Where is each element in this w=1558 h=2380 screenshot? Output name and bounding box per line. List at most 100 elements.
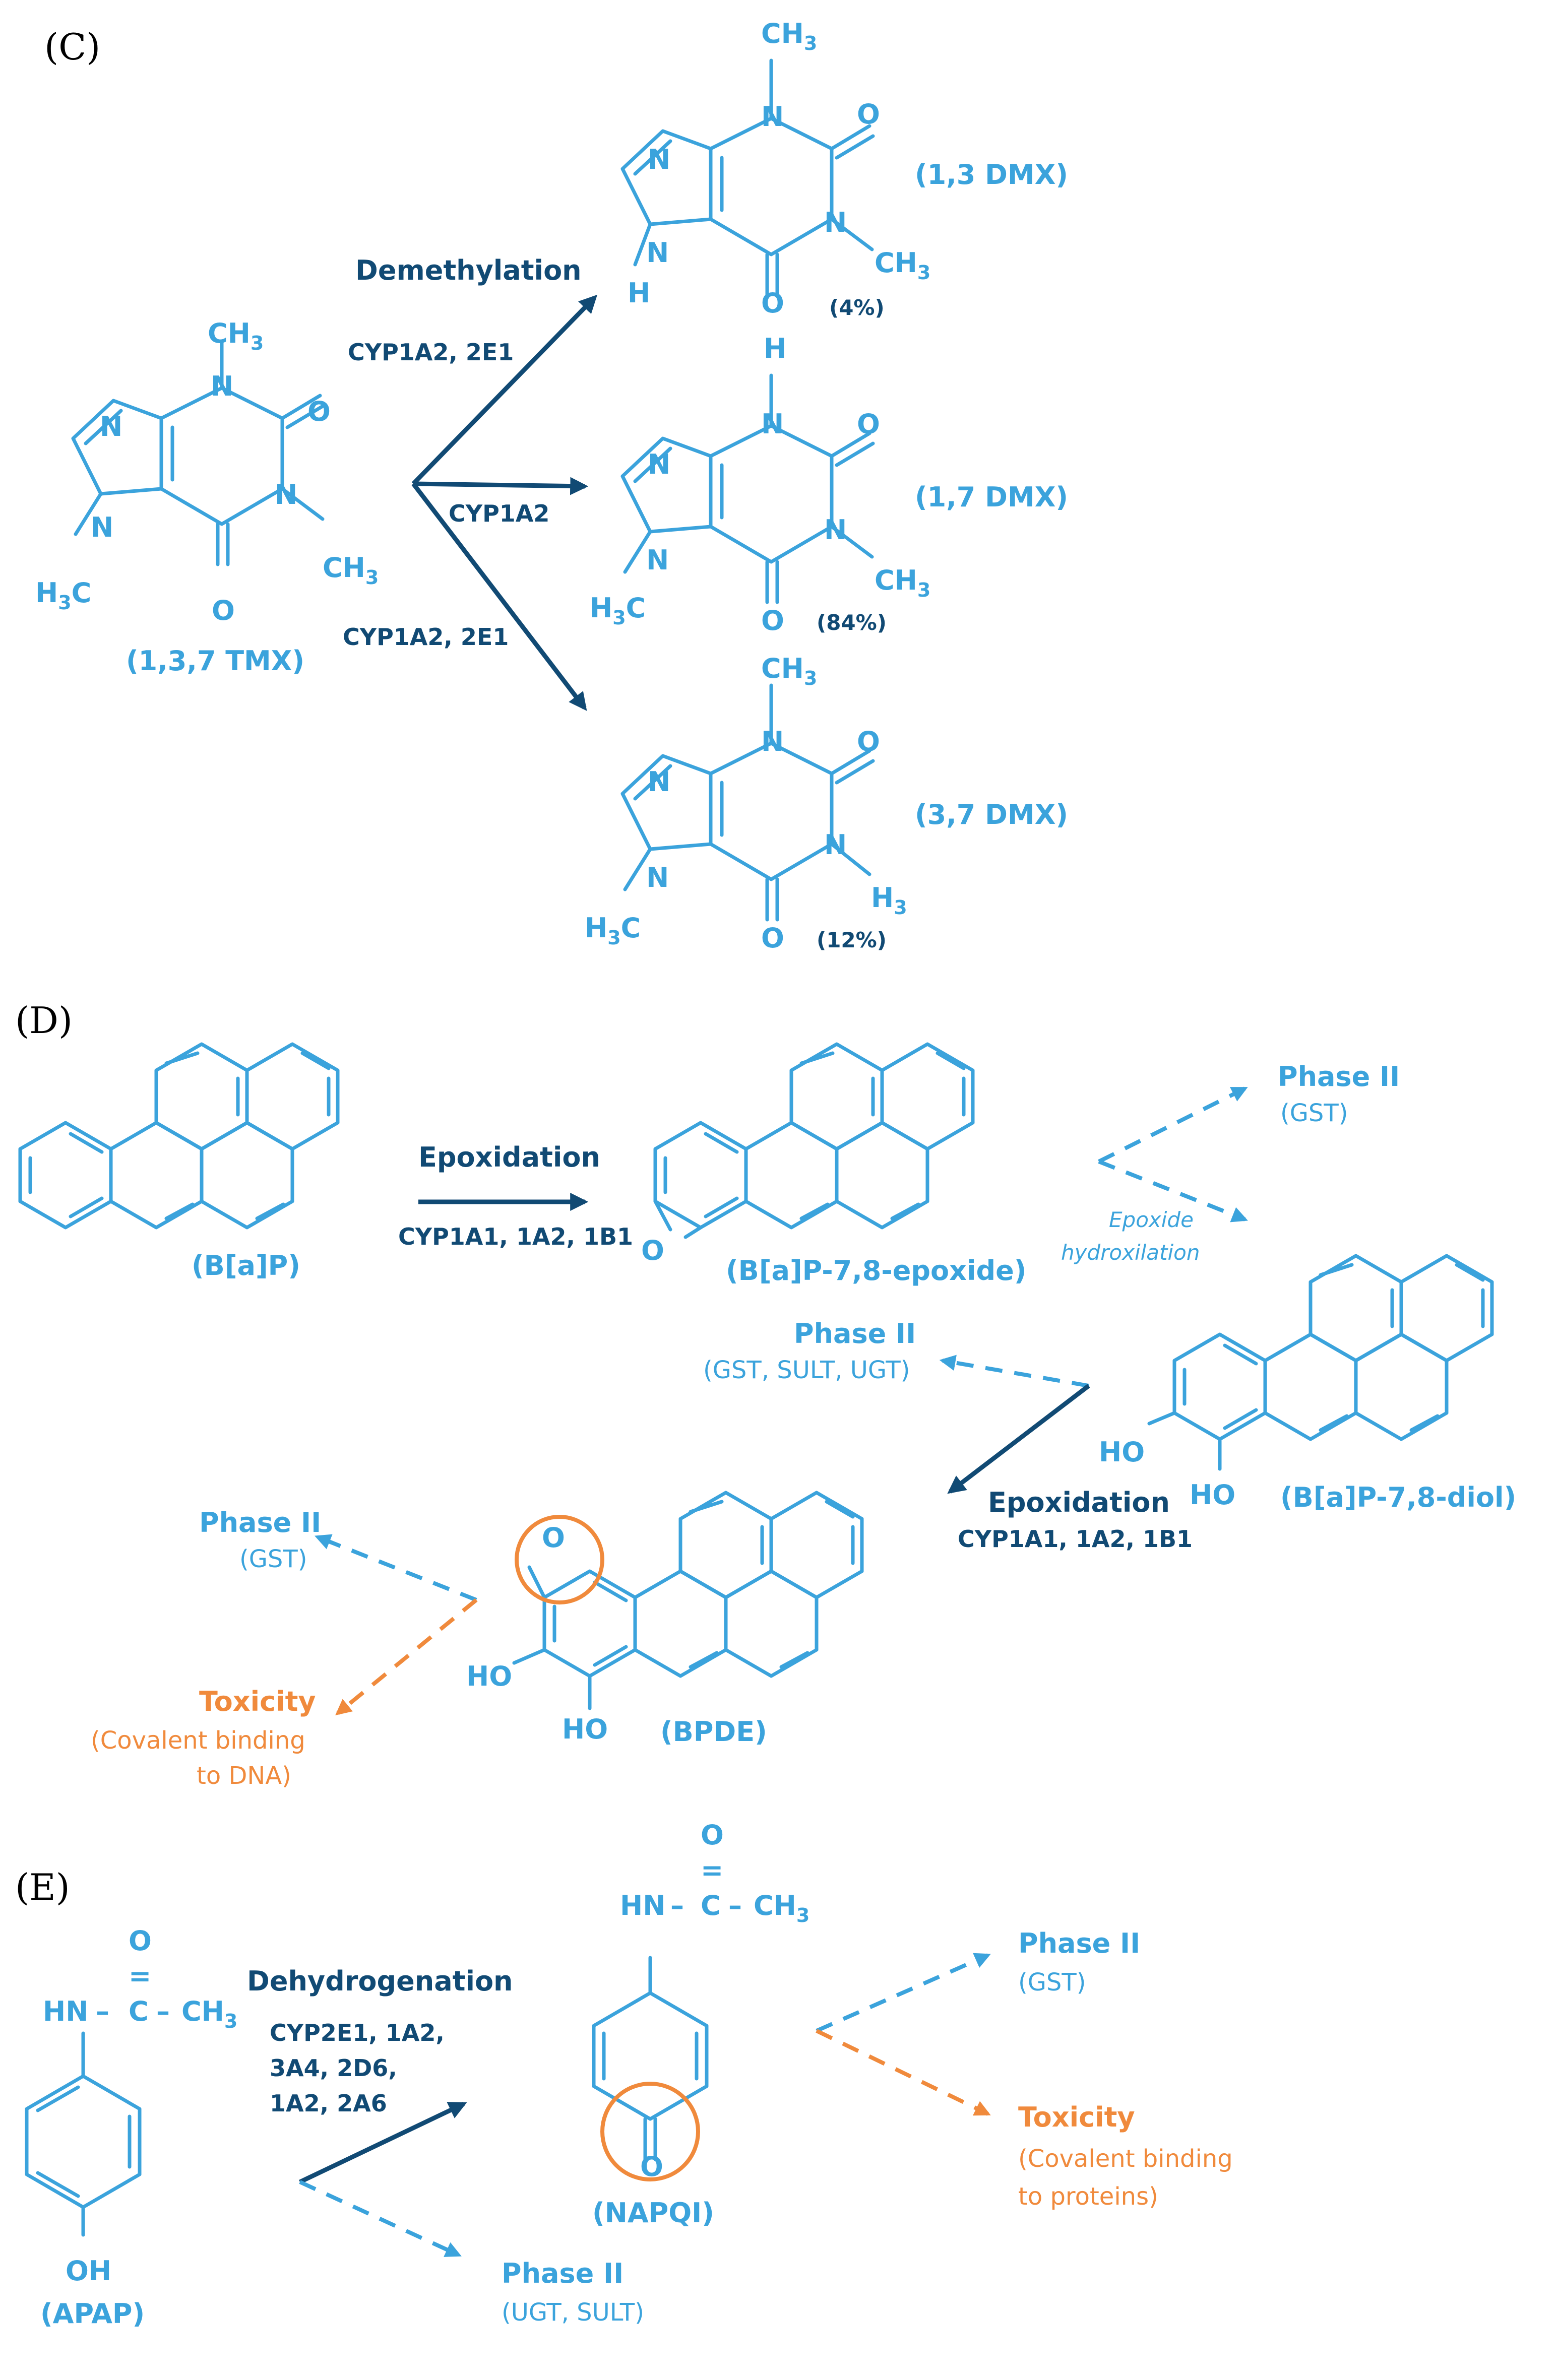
napqi-o-top: O: [701, 1819, 724, 1851]
tmx-n1: N: [275, 479, 297, 510]
dmx17-molecule: [622, 373, 873, 602]
dmx13-n3: N: [761, 101, 784, 133]
arrow-phase2-e-b: [816, 1953, 991, 2033]
tmx-n9: N: [100, 411, 122, 442]
dmx17-o6: O: [761, 605, 784, 636]
toxicity-e-line-2: to proteins): [1018, 2182, 1158, 2211]
arrow-demethylation-mid: [413, 477, 589, 495]
bpde-ho-1: HO: [466, 1660, 512, 1692]
apap-molecule: [27, 2031, 140, 2237]
toxicity-d-title: Toxicity: [199, 1686, 316, 1717]
bap-label: (B[a]P): [192, 1250, 300, 1281]
arrow-toxicity-e: [816, 2029, 991, 2116]
bap-molecule: [20, 1044, 338, 1228]
enzyme-top-label: CYP1A2, 2E1: [348, 339, 514, 366]
tmx-ch3-right: CH3: [323, 552, 379, 589]
napqi-o-bottom: O: [640, 2151, 663, 2182]
dmx17-label: (1,7 DMX): [915, 481, 1068, 513]
phase2-e-b-enzyme: (GST): [1018, 1968, 1086, 1997]
bpde-epoxide-highlight: [515, 1515, 604, 1604]
diol-molecule: [1147, 1256, 1492, 1471]
arrow-epoxidation-2: [947, 1384, 1090, 1494]
arrow-dehydrogenation: [299, 2101, 467, 2184]
phase2-c-enzyme: (GST): [239, 1545, 307, 1573]
enzyme-2-label: CYP1A1, 1A2, 1B1: [958, 1525, 1193, 1553]
dmx37-o6: O: [761, 922, 784, 954]
dmx13-h: H: [628, 277, 650, 309]
arrow-demethylation-bot: [411, 482, 587, 711]
bpde-molecule: [512, 1493, 862, 1710]
dmx17-ch3-right: CH3: [875, 564, 930, 601]
dmx37-label: (3,7 DMX): [915, 799, 1068, 830]
dmx13-n7: N: [646, 237, 669, 269]
tmx-label: (1,3,7 TMX): [126, 645, 304, 677]
dmx13-percent: (4%): [829, 295, 885, 320]
arrow-phase2-c: [315, 1534, 477, 1602]
dmx13-n1: N: [824, 207, 847, 238]
tmx-ch3-top: CH3: [208, 317, 264, 354]
enzyme-e-line-2: 3A4, 2D6,: [270, 2054, 397, 2082]
phase2-c-title: Phase II: [199, 1507, 321, 1538]
dmx17-n9: N: [648, 448, 670, 480]
enzyme-e-line-1: CYP2E1, 1A2,: [270, 2019, 445, 2046]
napqi-dash-2: –: [728, 1890, 742, 1921]
bpde-label: (BPDE): [660, 1716, 767, 1748]
tmx-o2: O: [307, 396, 331, 427]
epoxidation-1-label: Epoxidation: [418, 1141, 600, 1173]
arrow-phase2-e-a: [299, 2180, 462, 2257]
apap-o: O: [129, 1925, 152, 1957]
arrow-phase2-a: [1098, 1086, 1248, 1164]
napqi-carbonyl-highlight: [600, 2082, 700, 2181]
dmx17-h: H: [764, 333, 786, 364]
panel-label-e: (E): [15, 1866, 70, 1908]
toxicity-d-line-1: (Covalent binding: [91, 1726, 305, 1755]
dmx17-n1: N: [824, 514, 847, 546]
apap-label: (APAP): [40, 2298, 145, 2330]
tmx-n7: N: [91, 511, 113, 543]
dmx37-n9: N: [648, 766, 670, 798]
dmx13-ch3-top: CH3: [761, 18, 817, 54]
diol-label: (B[a]P-7,8-diol): [1280, 1482, 1516, 1513]
dmx17-o2: O: [857, 408, 880, 440]
napqi-molecule: [592, 1956, 709, 2161]
toxicity-d-line-2: to DNA): [197, 1762, 291, 1790]
dmx13-o2: O: [857, 98, 880, 130]
enzyme-1-label: CYP1A1, 1A2, 1B1: [398, 1223, 633, 1250]
napqi-ch3: CH3: [754, 1890, 809, 1926]
napqi-dash-1: –: [670, 1890, 684, 1921]
toxicity-e-line-1: (Covalent binding: [1018, 2145, 1233, 2173]
napqi-c: C: [701, 1890, 721, 1921]
phase2-b-title: Phase II: [794, 1318, 916, 1349]
dmx37-h3: H3: [871, 882, 907, 919]
dmx17-n7: N: [646, 544, 669, 576]
dmx37-o2: O: [857, 726, 880, 757]
phase2-e-a-enzyme: (UGT, SULT): [502, 2298, 644, 2327]
napqi-label: (NAPQI): [592, 2197, 714, 2229]
dmx13-o6: O: [761, 287, 784, 319]
phase2-a-enzyme: (GST): [1280, 1099, 1348, 1127]
panel-label-d: (D): [15, 999, 73, 1042]
hydroxilation-label-2: hydroxilation: [1061, 1240, 1200, 1265]
epoxidation-2-label: Epoxidation: [988, 1487, 1170, 1518]
bpde-o: O: [542, 1522, 565, 1554]
apap-dash-2: –: [156, 1996, 170, 2027]
arrow-phase2-b: [939, 1355, 1089, 1388]
dmx37-n7: N: [646, 862, 669, 893]
epoxide-label: (B[a]P-7,8-epoxide): [726, 1255, 1026, 1287]
dmx17-n3: N: [761, 408, 784, 440]
enzyme-bot-label: CYP1A2, 2E1: [343, 623, 509, 651]
apap-ch3: CH3: [181, 1996, 237, 2032]
apap-hn: HN: [43, 1996, 88, 2027]
arrow-demethylation-top: [411, 294, 598, 486]
diol-ho-2: HO: [1190, 1479, 1235, 1511]
dmx37-h3c: H3C: [585, 912, 641, 949]
tmx-n3: N: [211, 370, 233, 402]
demethylation-label: Demethylation: [355, 254, 582, 286]
dehydrogenation-label: Dehydrogenation: [247, 1965, 513, 1997]
epoxide-o: O: [641, 1235, 664, 1266]
apap-oh: OH: [66, 2255, 111, 2287]
phase2-e-b-title: Phase II: [1018, 1927, 1140, 1959]
dmx17-h3c: H3C: [590, 592, 646, 629]
dmx13-molecule: [622, 58, 873, 295]
